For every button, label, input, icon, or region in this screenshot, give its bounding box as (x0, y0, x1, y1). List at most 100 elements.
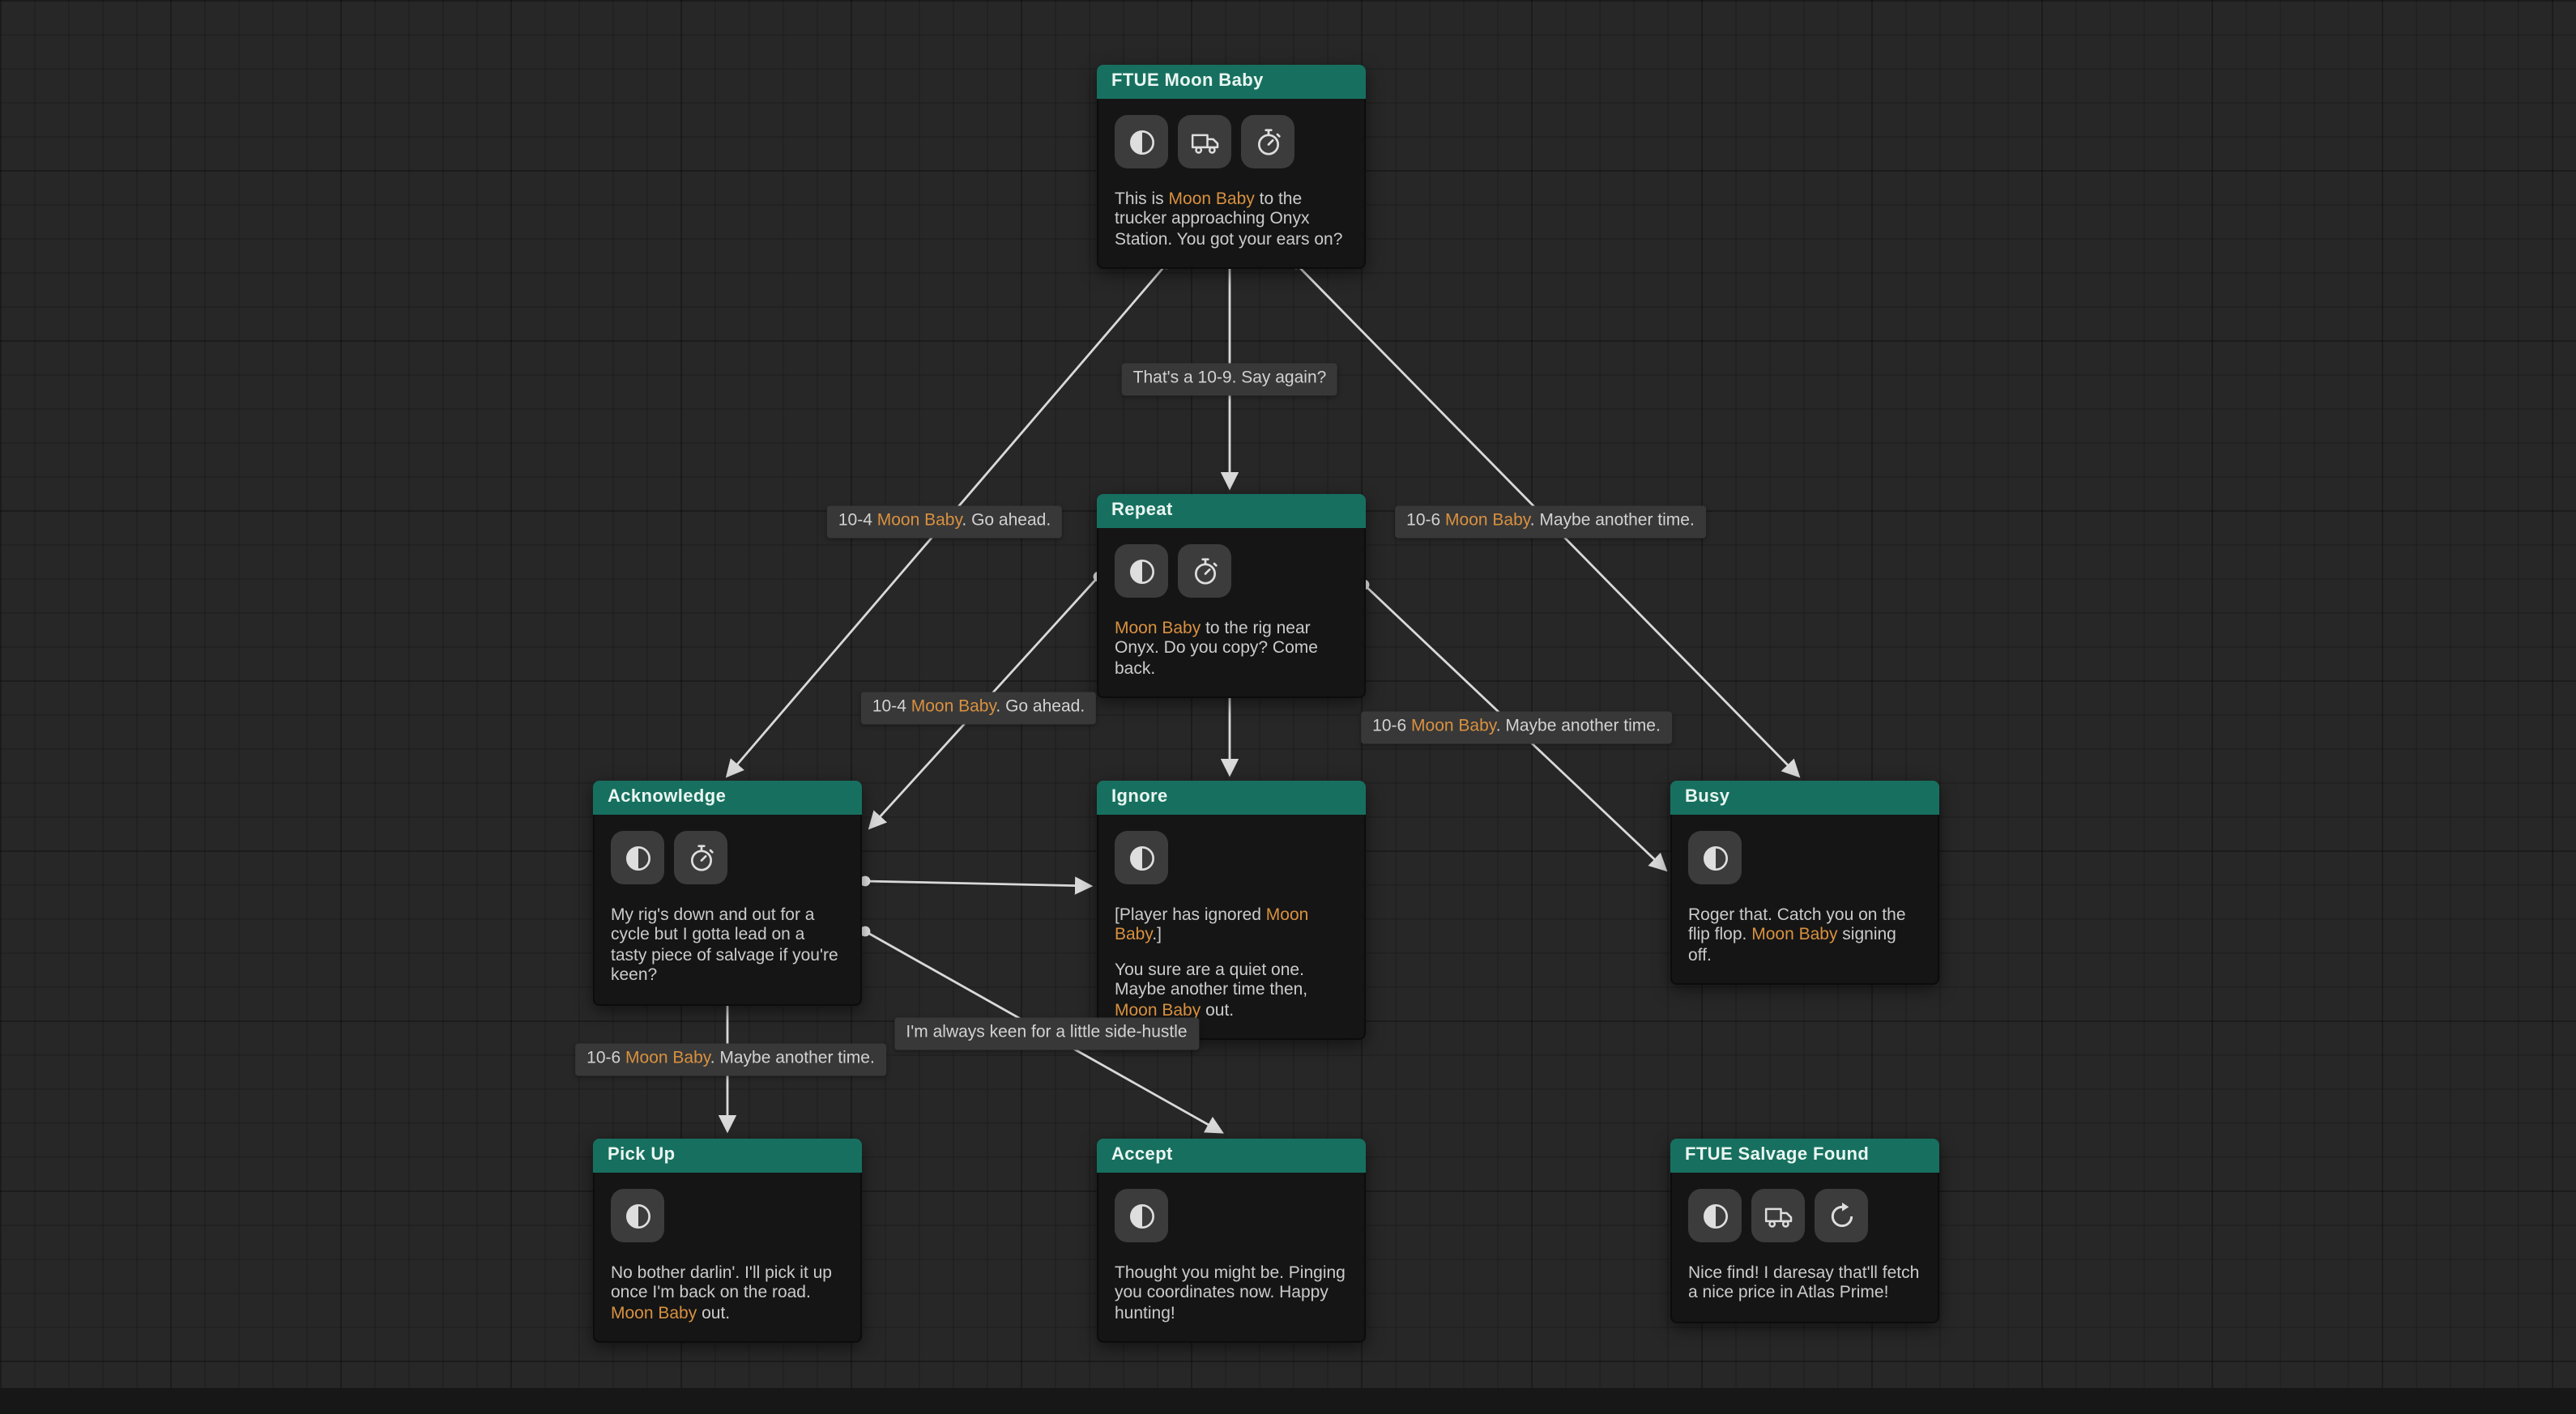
node-header[interactable]: Ignore (1097, 781, 1366, 815)
node-dialogue-text: My rig's down and out for a cycle but I … (611, 905, 844, 986)
text-segment: to the trucker approaching Onyx Station.… (1115, 190, 1343, 249)
character-name: Moon Baby (876, 510, 962, 530)
node-body: Moon Baby to the rig near Onyx. Do you c… (1097, 528, 1366, 699)
edge-label[interactable]: 10-4 Moon Baby. Go ahead. (860, 692, 1097, 724)
moon-icon[interactable] (1115, 115, 1168, 168)
character-name: Moon Baby (911, 696, 996, 717)
node-pick-up[interactable]: Pick Up No bother darlin'. I'll pick it u… (593, 1139, 862, 1344)
node-body: My rig's down and out for a cycle but I … (593, 815, 862, 1005)
output-port[interactable] (859, 926, 871, 937)
node-body: This is Moon Baby to the trucker approac… (1097, 99, 1366, 270)
output-port[interactable] (859, 875, 871, 887)
moon-icon[interactable] (1115, 831, 1168, 884)
node-header[interactable]: Accept (1097, 1139, 1366, 1173)
text-segment: 10-4 (838, 510, 877, 530)
text-segment: signing off. (1688, 925, 1896, 965)
text-segment: out. (697, 1303, 731, 1323)
edge-label[interactable]: 10-6 Moon Baby. Maybe another time. (1395, 505, 1706, 538)
node-title: Accept (1111, 1145, 1173, 1165)
icon-row (1115, 544, 1348, 598)
text-segment: [Player has ignored (1115, 905, 1266, 925)
text-segment: . Go ahead. (962, 510, 1051, 530)
node-dialogue-text: Thought you might be. Pinging you coordi… (1115, 1263, 1348, 1323)
icon-row (1115, 115, 1348, 168)
node-body: Thought you might be. Pinging you coordi… (1097, 1173, 1366, 1344)
node-ignore[interactable]: Ignore [Player has ignored Moon Baby.] You… (1097, 781, 1366, 1040)
node-title: FTUE Salvage Found (1685, 1145, 1870, 1165)
node-dialogue-text: [Player has ignored Moon Baby.] (1115, 905, 1348, 946)
node-body: [Player has ignored Moon Baby.] You sure … (1097, 815, 1366, 1040)
character-name: Moon Baby (1115, 1000, 1201, 1020)
moon-icon[interactable] (611, 1189, 664, 1242)
edge-acknowledge-to-ignore[interactable] (864, 876, 1094, 895)
text-segment: 10-6 (586, 1048, 626, 1068)
icon-row (1688, 1189, 1921, 1242)
text-segment: 10-4 (872, 696, 911, 717)
moon-icon[interactable] (1688, 831, 1742, 884)
node-header[interactable]: Repeat (1097, 494, 1366, 528)
node-header[interactable]: FTUE Moon Baby (1097, 65, 1366, 99)
icon-row (611, 831, 844, 884)
stopwatch-icon[interactable] (1241, 115, 1294, 168)
text-segment: .] (1152, 925, 1162, 945)
stopwatch-icon[interactable] (1178, 544, 1231, 598)
bottom-scrollbar[interactable] (0, 1388, 2576, 1414)
text-segment: Nice find! I daresay that'll fetch a nic… (1688, 1263, 1920, 1303)
character-name: Moon Baby (625, 1048, 710, 1068)
text-segment: . Go ahead. (996, 696, 1085, 717)
moon-icon[interactable] (1115, 544, 1168, 598)
stopwatch-icon[interactable] (674, 831, 727, 884)
node-header[interactable]: Busy (1670, 781, 1939, 815)
text-segment: 10-6 (1372, 716, 1412, 736)
node-title: Repeat (1111, 500, 1173, 520)
node-body: No bother darlin'. I'll pick it up once … (593, 1173, 862, 1344)
node-header[interactable]: Pick Up (593, 1139, 862, 1173)
node-dialogue-text: Moon Baby to the rig near Onyx. Do you c… (1115, 619, 1348, 679)
icon-row (1115, 831, 1348, 884)
text-segment: . Maybe another time. (1495, 716, 1661, 736)
text-segment: No bother darlin'. I'll pick it up once … (611, 1263, 832, 1303)
truck-icon[interactable] (1751, 1189, 1805, 1242)
edge-label[interactable]: That's a 10-9. Say again? (1121, 363, 1338, 395)
node-title: Pick Up (608, 1145, 676, 1165)
node-acknowledge[interactable]: Acknowledge My rig's down and out for a c… (593, 781, 862, 1005)
node-title: FTUE Moon Baby (1111, 71, 1264, 91)
node-title: Acknowledge (608, 787, 727, 807)
node-header[interactable]: FTUE Salvage Found (1670, 1139, 1939, 1173)
character-name: Moon Baby (1168, 190, 1255, 209)
character-name: Moon Baby (1751, 925, 1838, 945)
icon-row (1688, 831, 1921, 884)
moon-icon[interactable] (1115, 1189, 1168, 1242)
node-header[interactable]: Acknowledge (593, 781, 862, 815)
text-segment: . Maybe another time. (1529, 510, 1695, 530)
character-name: Moon Baby (611, 1303, 697, 1323)
text-segment: . Maybe another time. (710, 1048, 875, 1068)
edge-label[interactable]: 10-6 Moon Baby. Maybe another time. (1361, 711, 1672, 743)
text-segment: That's a 10-9. Say again? (1132, 368, 1327, 388)
text-segment: out. (1201, 1000, 1235, 1020)
moon-icon[interactable] (611, 831, 664, 884)
node-dialogue-text: Roger that. Catch you on the flip flop. … (1688, 905, 1921, 965)
edge-label[interactable]: I'm always keen for a little side-hustle (894, 1017, 1199, 1050)
node-dialogue-text: Nice find! I daresay that'll fetch a nic… (1688, 1263, 1921, 1304)
icon-row (611, 1189, 844, 1242)
truck-icon[interactable] (1178, 115, 1231, 168)
icon-row (1115, 1189, 1348, 1242)
node-body: Nice find! I daresay that'll fetch a nic… (1670, 1173, 1939, 1323)
character-name: Moon Baby (1411, 716, 1496, 736)
moon-icon[interactable] (1688, 1189, 1742, 1242)
node-dialogue-text: You sure are a quiet one. Maybe another … (1115, 960, 1348, 1020)
character-name: Moon Baby (1115, 905, 1309, 945)
edge-label[interactable]: 10-6 Moon Baby. Maybe another time. (575, 1043, 886, 1075)
edge-label[interactable]: 10-4 Moon Baby. Go ahead. (826, 505, 1063, 538)
text-segment: Roger that. Catch you on the flip flop. (1688, 905, 1906, 945)
node-title: Busy (1685, 787, 1730, 807)
refresh-icon[interactable] (1815, 1189, 1868, 1242)
